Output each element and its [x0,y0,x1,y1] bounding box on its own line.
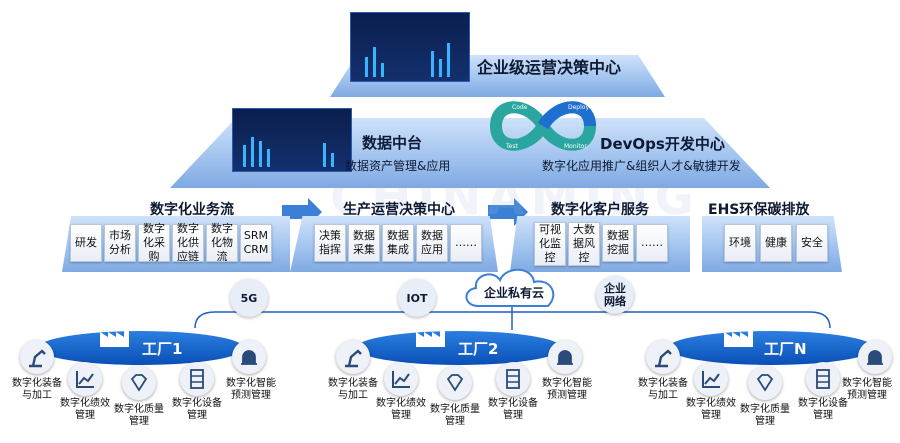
svg-text:Monitor: Monitor [564,143,587,150]
equipment-server-icon[interactable] [806,362,840,396]
item-safety[interactable]: 安全 [796,224,828,262]
item-srm-crm[interactable]: SRM CRM [240,224,272,262]
item-data-application[interactable]: 数据 应用 [416,224,448,262]
devops-loop-icon: Code Deploy Test Monitor [489,101,597,151]
factory-item-label: 数字化装备 与加工 [638,378,688,401]
category-title-ehs: EHS环保碳排放 [708,202,810,218]
factory-n-ellipse [668,331,874,365]
item-market-analysis[interactable]: 市场 分析 [104,224,136,262]
data-center-subtitle: 数据资产管理&应用 [345,159,451,173]
item-bigdata-risk[interactable]: 大数 据风 控 [568,222,600,266]
factory-2-name: 工厂2 [458,340,499,358]
factory-item-label: 数字化质量 管理 [114,404,164,427]
factory-item-label: 数字化装备 与加工 [328,378,378,401]
dashboard-screenshot-top [350,12,470,82]
item-data-integration[interactable]: 数据 集成 [382,224,414,262]
factory-building-icon [416,324,445,347]
factory-item-label: 数字化设备 管理 [798,398,848,421]
robot-arm-icon[interactable] [336,340,370,374]
factory-1-ellipse [38,331,244,365]
item-digital-procurement[interactable]: 数字化采 购 [138,222,170,263]
devops-subtitle: 数字化应用推广&组织人才&敏捷开发 [542,159,741,173]
factory-building-icon [724,324,753,347]
data-center-title: 数据中台 [362,134,423,152]
robot-arm-icon[interactable] [20,340,54,374]
factory-item-label: 数字化智能 预测管理 [842,378,892,401]
robot-arm-icon[interactable] [646,340,680,374]
factory-item-label: 数字化设备 管理 [488,398,538,421]
node-5g[interactable]: 5G [230,279,268,317]
category-title-customer: 数字化客户服务 [551,202,649,218]
item-digital-supply-chain[interactable]: 数字化供 应链 [172,222,204,263]
alarm-light-icon[interactable] [232,340,266,374]
item-data-mining[interactable]: 数据 挖掘 [602,224,634,262]
category-title-business: 数字化业务流 [150,202,234,218]
factory-item-label: 数字化绩效 管理 [376,398,426,421]
quality-diamond-icon[interactable] [748,366,782,400]
item-health[interactable]: 健康 [760,224,792,262]
equipment-server-icon[interactable] [496,362,530,396]
devops-title: DevOps开发中心 [600,135,725,153]
alarm-light-icon[interactable] [858,340,892,374]
category-title-production: 生产运营决策中心 [343,202,455,218]
cloud-icon [465,268,555,307]
factory-item-label: 数字化智能 预测管理 [542,378,592,401]
item-digital-logistics[interactable]: 数字化物 流 [206,222,238,263]
node-iot[interactable]: IOT [398,279,436,317]
performance-chart-icon[interactable] [68,362,102,396]
factory-1-name: 工厂1 [142,340,183,358]
item-environment[interactable]: 环境 [724,224,756,262]
svg-text:Test: Test [505,143,518,150]
equipment-server-icon[interactable] [180,362,214,396]
performance-chart-icon[interactable] [694,362,728,396]
factory-item-label: 数字化绩效 管理 [60,398,110,421]
factory-item-label: 数字化质量 管理 [740,404,790,427]
factory-2-ellipse [356,331,562,365]
dashboard-screenshot-data [232,108,352,172]
item-rd[interactable]: 研发 [70,224,102,262]
item-more-customer[interactable]: …… [636,224,668,262]
item-more-production[interactable]: …… [450,224,482,262]
quality-diamond-icon[interactable] [438,366,472,400]
factory-n-name: 工厂N [764,340,807,358]
svg-text:Deploy: Deploy [568,104,589,111]
quality-diamond-icon[interactable] [122,366,156,400]
top-title: 企业级运营决策中心 [477,58,622,77]
factory-item-label: 数字化质量 管理 [430,404,480,427]
performance-chart-icon[interactable] [384,362,418,396]
svg-text:Code: Code [512,104,528,111]
item-data-collection[interactable]: 数据 采集 [348,224,380,262]
item-decision-command[interactable]: 决策 指挥 [314,224,346,262]
factory-item-label: 数字化智能 预测管理 [226,378,276,401]
node-enterprise-network[interactable]: 企业 网络 [596,276,634,314]
factory-item-label: 数字化装备 与加工 [12,378,62,401]
factory-item-label: 数字化设备 管理 [172,398,222,421]
alarm-light-icon[interactable] [548,340,582,374]
cloud-label: 企业私有云 [484,286,545,300]
item-visual-monitoring[interactable]: 可视 化监 控 [534,222,566,266]
factory-building-icon [100,324,129,347]
factory-item-label: 数字化绩效 管理 [686,398,736,421]
